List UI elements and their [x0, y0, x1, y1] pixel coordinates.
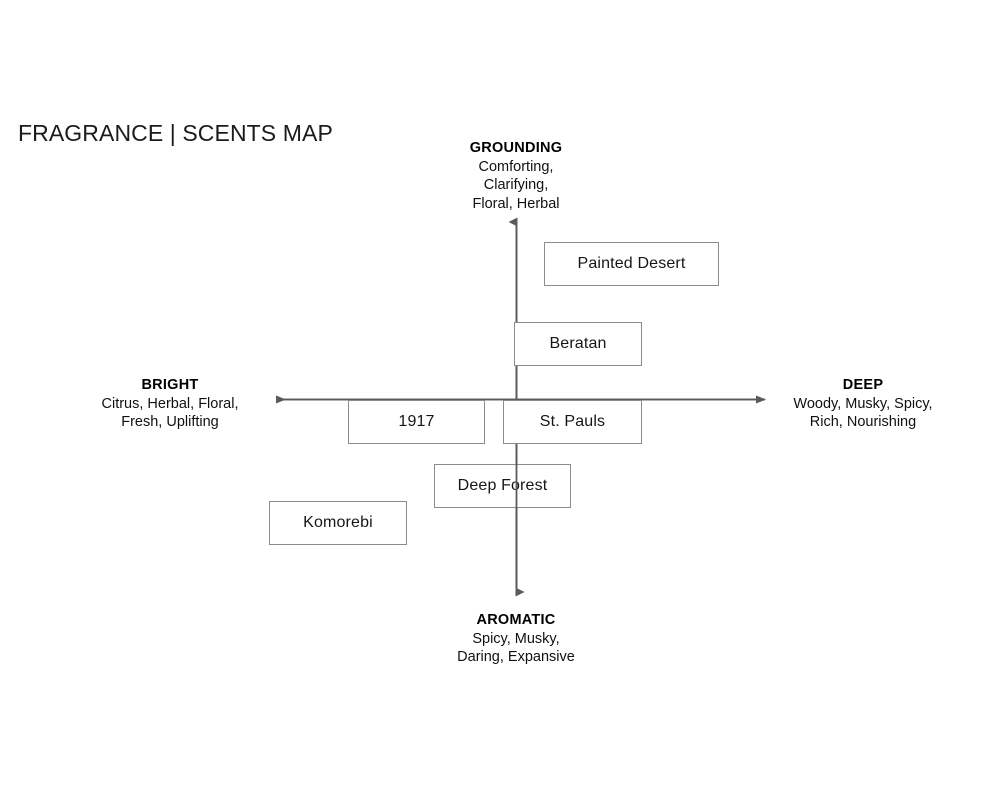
axis-pole-grounding-title: GROUNDING — [469, 140, 563, 156]
axis-pole-aromatic-title: AROMATIC — [476, 612, 556, 628]
axis-pole-grounding-descriptors: Comforting, Clarifying, Floral, Herbal — [472, 158, 560, 212]
axis-pole-aromatic: AROMATIC Spicy, Musky, Daring, Expansive — [436, 611, 596, 667]
product-box-komorebi[interactable]: Komorebi — [269, 501, 407, 545]
product-box-st-pauls[interactable]: St. Pauls — [503, 400, 642, 444]
product-box-1917[interactable]: 1917 — [348, 400, 485, 444]
axis-pole-bright-descriptors: Citrus, Herbal, Floral, Fresh, Uplifting — [101, 395, 239, 431]
axis-pole-deep-descriptors: Woody, Musky, Spicy, Rich, Nourishing — [793, 395, 933, 431]
product-box-beratan[interactable]: Beratan — [514, 322, 642, 366]
axis-pole-bright: BRIGHT Citrus, Herbal, Floral, Fresh, Up… — [76, 376, 264, 432]
axis-pole-aromatic-descriptors: Spicy, Musky, Daring, Expansive — [457, 630, 575, 666]
axis-pole-deep: DEEP Woody, Musky, Spicy, Rich, Nourishi… — [768, 376, 958, 432]
axis-pole-deep-title: DEEP — [842, 377, 884, 393]
axis-pole-bright-title: BRIGHT — [141, 377, 199, 393]
axis-pole-grounding: GROUNDING Comforting, Clarifying, Floral… — [436, 139, 596, 213]
page-title: FRAGRANCE | SCENTS MAP — [18, 120, 333, 146]
product-box-painted-desert[interactable]: Painted Desert — [544, 242, 719, 286]
product-box-deep-forest[interactable]: Deep Forest — [434, 464, 571, 508]
